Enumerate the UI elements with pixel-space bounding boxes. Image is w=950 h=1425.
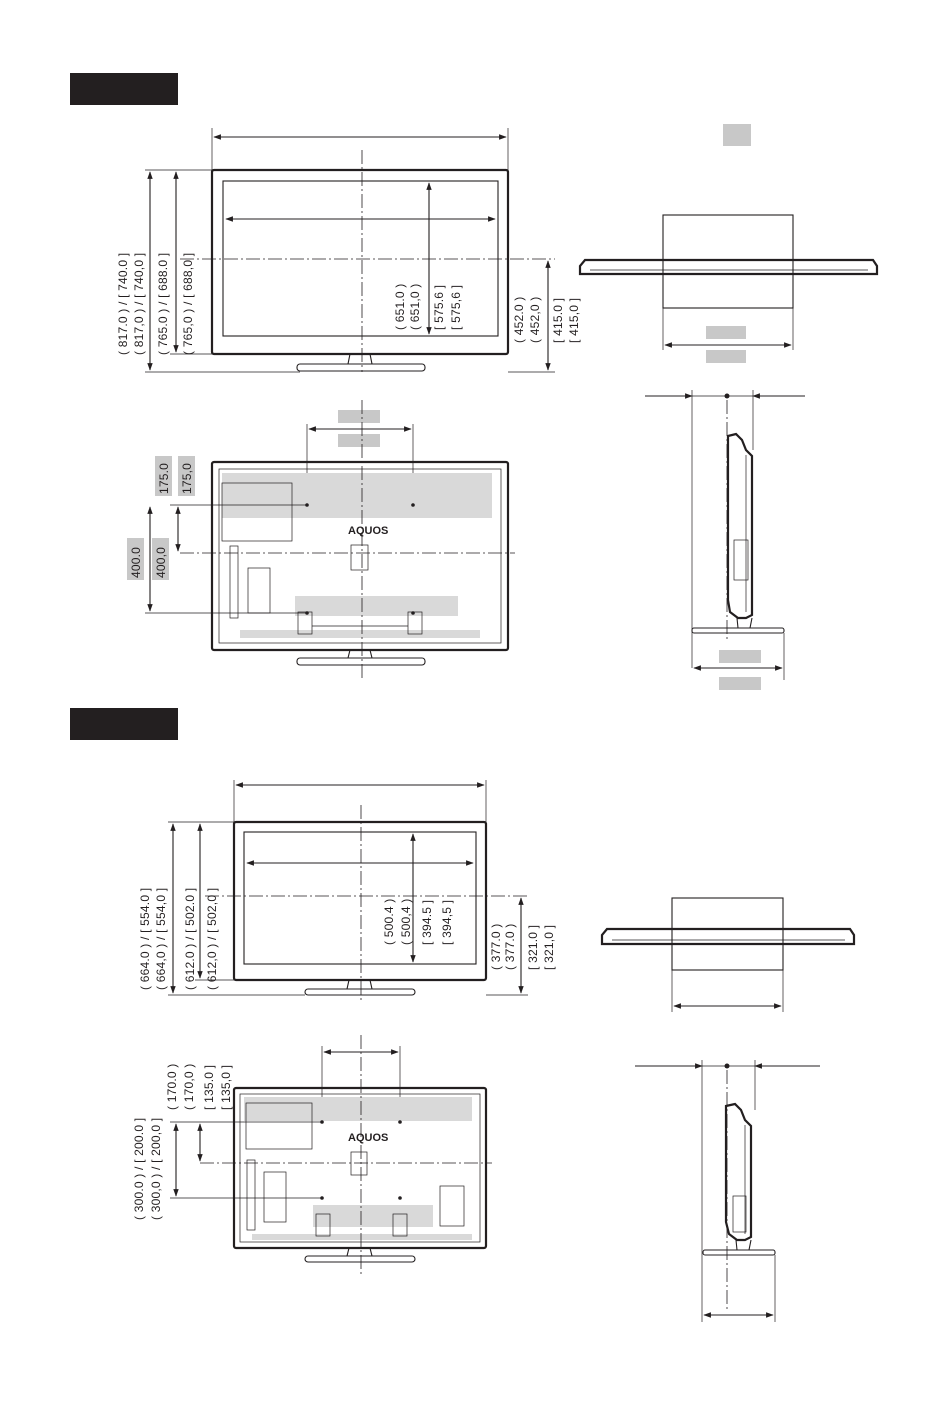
- label-a-rear-400-1: 400.0: [129, 547, 143, 578]
- model-b-label-block: [70, 708, 178, 740]
- label-b-total-2: ( 664,0 ) / [ 554,0 ]: [154, 888, 168, 990]
- label-a-total-2: ( 817,0 ) / [ 740,0 ]: [132, 253, 146, 355]
- label-b-total-1: ( 664.0 ) / [ 554.0 ]: [138, 888, 152, 990]
- label-b-rear-300-1: ( 300.0 ) / [ 200.0 ]: [132, 1118, 146, 1220]
- label-b-rear-135-2: [ 135,0 ]: [219, 1065, 233, 1110]
- label-b-center-3: [ 321.0 ]: [526, 925, 540, 970]
- model-b-rear-view: AQUOS ( 170.0 ) ( 170,0 ) [ 135.0 ] [ 13…: [132, 1035, 492, 1275]
- label-a-rear-400-2: 400,0: [154, 547, 168, 578]
- label-b-center-1: ( 377.0 ): [489, 924, 503, 971]
- label-a-center-1: ( 452.0 ): [512, 297, 526, 344]
- label-a-rear-175-1: 175.0: [157, 463, 171, 494]
- label-a-rear-175-2: 175,0: [180, 463, 194, 494]
- label-b-screen-2: ( 500,4 ): [399, 899, 413, 946]
- label-b-rear-170-1: ( 170.0 ): [165, 1064, 179, 1111]
- label-b-body-2: ( 612,0 ) / [ 502,0 ]: [205, 888, 219, 990]
- label-a-total-1: ( 817.0 ) / [ 740.0 ]: [116, 253, 130, 355]
- model-a-rear-view: AQUOS 175.0 175,0 400.0 400,0: [127, 400, 515, 680]
- model-b-top-view: [600, 897, 856, 1012]
- model-b-front-view: ( 664.0 ) / [ 554.0 ] ( 664,0 ) / [ 554,…: [138, 780, 556, 1000]
- label-a-body-2: ( 765,0 ) / [ 688,0 ]: [181, 253, 195, 355]
- model-b-side-view: [635, 1060, 820, 1322]
- label-a-screen-2: ( 651,0 ): [408, 284, 422, 331]
- label-a-center-3: [ 415.0 ]: [551, 298, 565, 343]
- label-b-rear-135-1: [ 135.0 ]: [202, 1065, 216, 1110]
- label-b-screen-4: [ 394,5 ]: [440, 900, 454, 945]
- label-b-screen-1: ( 500.4 ): [382, 899, 396, 946]
- label-a-center-4: [ 415,0 ]: [567, 298, 581, 343]
- label-a-center-2: ( 452,0 ): [528, 297, 542, 344]
- label-b-rear-300-2: ( 300,0 ) / [ 200,0 ]: [149, 1118, 163, 1220]
- rear-brand-logo-a: AQUOS: [348, 525, 388, 537]
- label-a-body-1: ( 765.0 ) / [ 688.0 ]: [156, 253, 170, 355]
- model-a-top-view: [578, 214, 879, 363]
- rear-brand-logo-b: AQUOS: [348, 1132, 388, 1144]
- label-a-screen-1: ( 651.0 ): [393, 284, 407, 331]
- label-b-body-1: ( 612.0 ) / [ 502.0 ]: [183, 888, 197, 990]
- model-a-front-view: ( 817.0 ) / [ 740.0 ] ( 817,0 ) / [ 740,…: [116, 128, 581, 373]
- label-b-center-2: ( 377.0 ): [503, 924, 517, 971]
- label-a-screen-3: [ 575.6 ]: [432, 285, 446, 330]
- grey-tag: [723, 124, 751, 146]
- model-a-label-block: [70, 73, 178, 105]
- model-a-side-view: [645, 390, 805, 690]
- label-b-screen-3: [ 394.5 ]: [420, 900, 434, 945]
- label-b-center-4: [ 321,0 ]: [542, 925, 556, 970]
- label-a-screen-4: [ 575,6 ]: [449, 285, 463, 330]
- label-b-rear-170-2: ( 170,0 ): [182, 1064, 196, 1111]
